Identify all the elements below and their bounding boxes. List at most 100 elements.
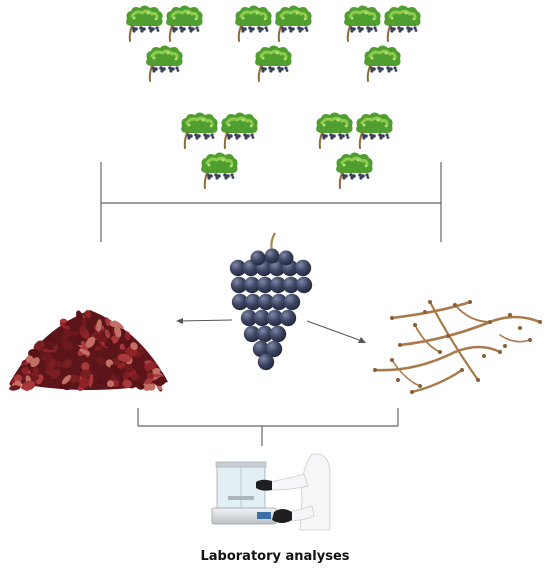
pomace-flake [125,364,134,373]
pomace-flake [88,373,94,388]
stem-bud [482,354,486,358]
grape-berry [266,309,284,327]
pomace-flake [21,367,29,375]
vineyard-plot-icon [314,111,395,190]
pomace-flake [13,374,23,383]
pomace-flake [113,320,124,329]
pomace-flake [94,346,102,351]
pomace-flake [96,319,102,332]
pomace-flake [117,362,126,369]
grape-berry [256,325,274,343]
stem-bud [468,300,472,304]
vineyard-plot-icon [179,111,260,190]
grape-berry [278,250,294,266]
stem-bud [476,378,480,382]
pomace-flake [61,374,72,385]
grape-berry [243,276,261,294]
pomace-flake [81,362,90,372]
pomace-flake [131,373,139,381]
pomace-flake [85,336,96,348]
stem-bud [438,350,442,354]
grape-berry [270,293,288,311]
pomace-flake [44,369,56,376]
stem-bud [518,326,522,330]
grape-berry [269,276,287,294]
grape-berry [229,259,247,277]
pomace-flake [25,355,34,364]
lab-analyses-caption: Laboratory analyses [200,549,350,564]
stem-bud [390,358,394,362]
pomace-flake [48,357,56,372]
pomace-flake [62,359,72,369]
pomace-flake [124,331,131,341]
stem-bud [508,313,512,317]
pomace-flake [40,353,52,361]
pomace-flake [33,340,45,352]
stem-bud [418,384,422,388]
pomace-flake [110,335,119,344]
grape-berry [250,250,266,266]
grape-berry [295,276,313,294]
grape-berry [265,340,283,358]
grape-berry [244,293,262,311]
pomace-flake [46,335,57,344]
grape-berry [294,259,312,277]
stem-bud [488,320,492,324]
stem-bud [413,323,417,327]
grape-berry [252,340,270,358]
pomace-flake [105,317,111,327]
pomace-flake [79,324,86,333]
grape-berry [257,293,275,311]
pomace-flake [137,346,146,355]
arrow-to-pomace [176,318,233,324]
pomace-flake [52,344,59,353]
merge-bracket-top [100,162,442,242]
pomace-flake [64,319,73,326]
pomace-flake [96,356,106,366]
pomace-flake [124,349,133,356]
stem-bud [396,378,400,382]
grape-stems-icon [373,300,542,394]
pomace-flake [117,353,132,363]
grape-berry [269,325,287,343]
stem-bud [528,338,532,342]
stem-bud [446,334,450,338]
pomace-flake [32,367,40,378]
pomace-flake [155,376,167,386]
pomace-flake [114,325,122,338]
grape-berry [230,276,248,294]
stem-bud [398,343,402,347]
grape-berry [264,248,280,264]
grape-pomace-pile-icon [9,310,168,392]
grape-berry [240,309,258,327]
grape-berry [243,325,261,343]
stem-bud [428,300,432,304]
pomace-flake [95,333,107,343]
vineyard-plot-icon [124,4,205,83]
pomace-flake [148,383,156,391]
pomace-flake [23,380,35,391]
grape-berry [253,309,271,327]
pomace-flake [80,369,91,379]
pomace-flake [113,357,121,366]
stem-bud [410,390,414,394]
stem-bud [460,368,464,372]
stem-bud [503,344,507,348]
pomace-flake [146,372,155,380]
vineyard-plot-icon [342,4,423,83]
lab-technician-icon [256,453,331,531]
stem-bud [453,303,457,307]
grape-berry [257,353,275,371]
pomace-flake [145,362,157,371]
pomace-flake [152,367,161,374]
pomace-flake [62,341,73,351]
grape-berry [283,293,301,311]
grape-berry [279,309,297,327]
pomace-flake [96,378,103,385]
pomace-flake [28,348,41,358]
grape-berry [231,293,249,311]
pomace-flake [44,343,54,351]
pomace-flake [59,382,73,390]
pomace-flake [135,382,145,390]
